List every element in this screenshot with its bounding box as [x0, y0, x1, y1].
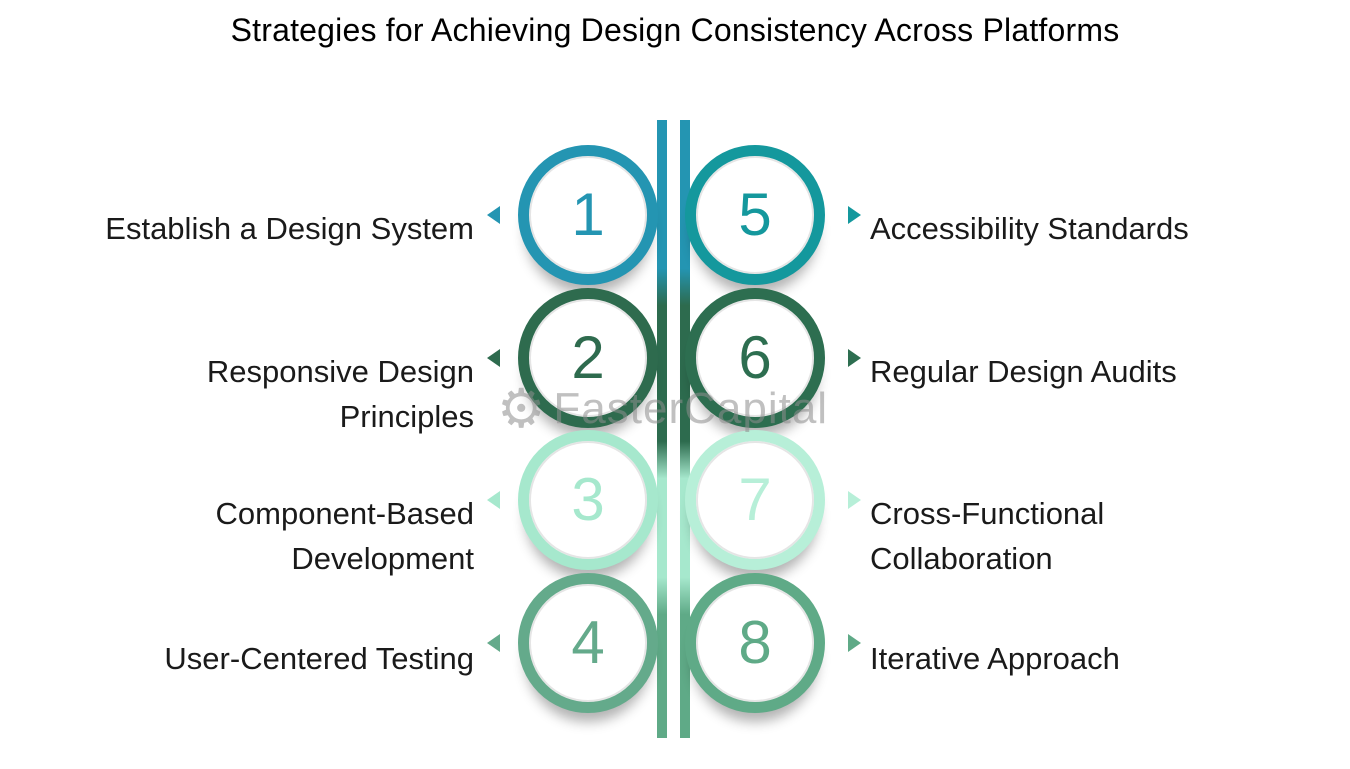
step-number-3: 3: [571, 466, 605, 533]
arrow-right-icon: [848, 491, 861, 509]
step-number-4: 4: [571, 609, 605, 676]
step-circle-7: 7: [685, 430, 825, 570]
step-number-1: 1: [571, 181, 605, 248]
step-label-line: Principles: [339, 399, 474, 434]
step-number-2: 2: [571, 324, 605, 391]
step-label-line: Establish a Design System: [105, 211, 474, 246]
step-label-line: Regular Design Audits: [870, 354, 1177, 389]
arrow-right-icon: [848, 206, 861, 224]
step-label-1: Establish a Design System: [105, 206, 474, 251]
step-label-line: User-Centered Testing: [164, 641, 474, 676]
step-number-5: 5: [738, 181, 772, 248]
step-label-line: Responsive Design: [206, 354, 474, 389]
page-title: Strategies for Achieving Design Consiste…: [230, 12, 1120, 48]
step-label-line: Iterative Approach: [870, 641, 1120, 676]
step-label-2: Responsive Design Principles: [207, 349, 474, 439]
step-circle-1: 1: [518, 145, 658, 285]
step-label-8: Iterative Approach: [870, 636, 1120, 681]
step-label-7: Cross-Functional Collaboration: [870, 491, 1104, 581]
step-label-4: User-Centered Testing: [164, 636, 474, 681]
arrow-left-icon: [487, 349, 500, 367]
arrow-left-icon: [487, 491, 500, 509]
step-circle-3: 3: [518, 430, 658, 570]
step-circle-4: 4: [518, 573, 658, 713]
step-label-6: Regular Design Audits: [870, 349, 1177, 394]
arrow-left-icon: [487, 634, 500, 652]
step-label-3: Component-Based Development: [216, 491, 475, 581]
step-label-line: Development: [291, 541, 474, 576]
step-circle-2: 2: [518, 288, 658, 428]
step-label-line: Cross-Functional: [870, 496, 1105, 531]
step-label-line: Accessibility Standards: [870, 211, 1189, 246]
step-label-line: Component-Based: [215, 496, 475, 531]
step-circle-8: 8: [685, 573, 825, 713]
arrow-right-icon: [848, 349, 861, 367]
arrow-left-icon: [487, 206, 500, 224]
spine-bar-right: [680, 120, 690, 738]
step-circle-6: 6: [685, 288, 825, 428]
step-number-7: 7: [738, 466, 772, 533]
step-number-8: 8: [738, 609, 772, 676]
step-circle-5: 5: [685, 145, 825, 285]
spine-bar-left: [657, 120, 667, 738]
step-label-5: Accessibility Standards: [870, 206, 1189, 251]
arrow-right-icon: [848, 634, 861, 652]
step-number-6: 6: [738, 324, 772, 391]
step-label-line: Collaboration: [870, 541, 1053, 576]
